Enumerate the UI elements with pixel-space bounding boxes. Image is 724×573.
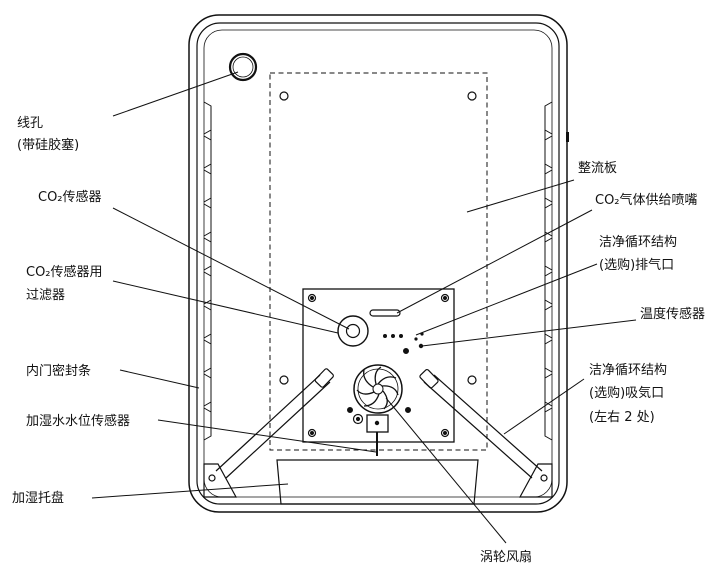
label-wire-hole: 线孔 (17, 116, 44, 131)
label-co2-sensor: CO₂传感器 (38, 190, 102, 205)
leader-door-seal (119, 369, 200, 389)
plate-screws (307, 293, 450, 438)
co2-sensor-filter (337, 315, 369, 347)
label-baffle-plate: 整流板 (578, 161, 618, 176)
leader-co2-nozzle (396, 209, 593, 314)
leader-co2-filter (112, 280, 339, 334)
label-wire-hole-note: (带硅胶塞) (17, 138, 80, 153)
label-clean-exhaust-2: (选购)排气口 (599, 258, 675, 273)
fan-mount-screw (352, 413, 364, 425)
baffle-hole-tr (467, 91, 477, 101)
leader-wire-hole (112, 71, 239, 117)
leader-fan (385, 397, 507, 544)
label-turbo-fan: 涡轮风扇 (480, 550, 533, 565)
baffle-hole-tl (279, 91, 289, 101)
co2-sensor (345, 323, 361, 339)
left-intake-pipe (215, 368, 334, 479)
label-clean-intake-2: (选购)吸気口 (589, 386, 665, 401)
leader-co2-sensor (112, 207, 350, 330)
left-corner-bracket (203, 463, 238, 498)
label-temperature-sensor: 温度传感器 (640, 307, 706, 322)
water-level-sensor-dot (374, 420, 380, 426)
right-corner-bracket (518, 463, 553, 498)
leader-baffle (466, 179, 575, 213)
co2-nozzle-slot (369, 309, 401, 317)
baffle-hole-ml (279, 375, 289, 385)
fan-mount-screw-center (355, 416, 361, 422)
temperature-sensor (418, 343, 424, 349)
wire-hole-inner (232, 56, 254, 78)
label-co2-filter-1: CO₂传感器用 (26, 265, 103, 280)
left-shelf-rails (203, 101, 212, 441)
leader-tray (91, 483, 289, 499)
leader-lines (91, 71, 637, 544)
right-shelf-rails (544, 101, 553, 441)
exhaust-port-holes (383, 332, 424, 341)
label-clean-intake-3: (左右 2 处) (589, 410, 655, 425)
door-seal-inner (203, 29, 553, 498)
door-latch (566, 132, 569, 142)
label-water-level-sensor: 加湿水水位传感器 (26, 414, 131, 429)
leader-exhaust (415, 263, 598, 336)
leader-temperature (421, 319, 637, 347)
turbo-fan (353, 364, 403, 414)
sensor-plate (302, 288, 455, 443)
wire-hole-outer (228, 52, 258, 82)
leader-intake (503, 378, 585, 435)
label-clean-exhaust-1: 洁净循环结构 (599, 235, 678, 250)
label-co2-nozzle: CO₂气体供给喷嘴 (595, 193, 698, 208)
label-co2-filter-2: 过滤器 (26, 288, 66, 303)
label-humidifier-tray: 加湿托盘 (12, 491, 65, 506)
label-clean-intake-1: 洁净循环结构 (589, 363, 668, 378)
right-intake-pipe (419, 368, 543, 479)
cabinet-outer-frame (188, 14, 568, 513)
label-door-seal: 内门密封条 (26, 364, 92, 379)
leader-water-level (157, 419, 377, 453)
baffle-hole-mr (467, 375, 477, 385)
baffle-plate (269, 72, 488, 451)
